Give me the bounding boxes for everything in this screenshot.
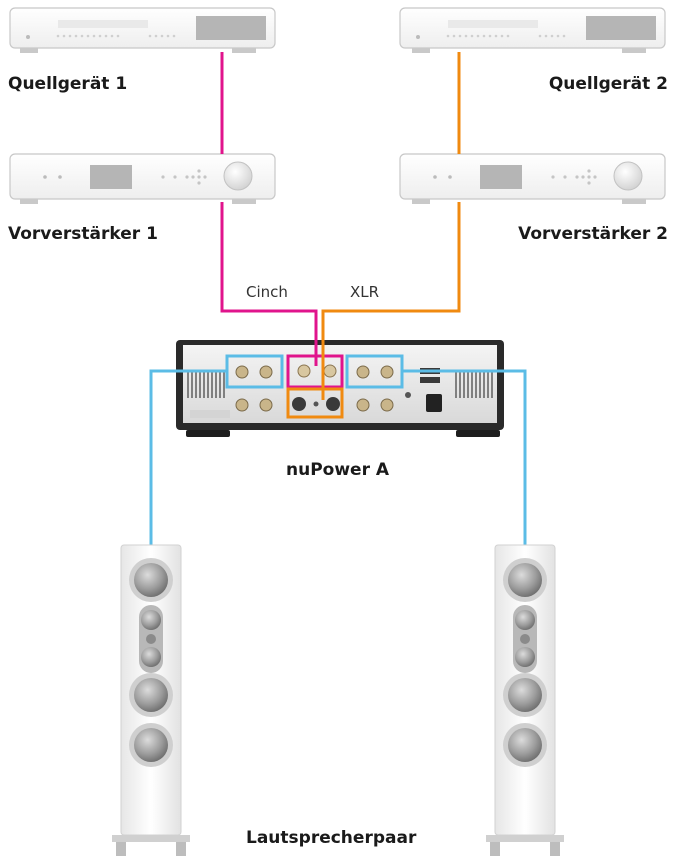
source-device-2 <box>399 7 666 53</box>
label-xlr: XLR <box>350 283 380 301</box>
xlr-cable-preamp-to-amp <box>321 202 461 400</box>
speaker-cable-left <box>149 369 227 548</box>
label-preamp-2: Vorverstärker 2 <box>518 224 668 244</box>
label-amplifier: nuPower A <box>286 460 390 480</box>
preamp-device-2 <box>399 153 666 204</box>
speaker-right <box>486 544 564 856</box>
xlr-input-highlight <box>286 387 344 419</box>
preamp-device-1 <box>9 153 276 204</box>
label-cinch: Cinch <box>246 283 288 301</box>
speaker-cable-right <box>402 369 527 548</box>
label-source-2: Quellgerät 2 <box>548 74 668 94</box>
speaker-left <box>112 544 190 856</box>
source-device-1 <box>9 7 276 53</box>
label-source-1: Quellgerät 1 <box>8 74 128 94</box>
cinch-cable-preamp-to-amp <box>220 202 318 366</box>
amplifier-nupower-a <box>176 340 504 437</box>
label-speaker-pair: Lautsprecherpaar <box>246 828 417 848</box>
label-preamp-1: Vorverstärker 1 <box>8 224 158 244</box>
